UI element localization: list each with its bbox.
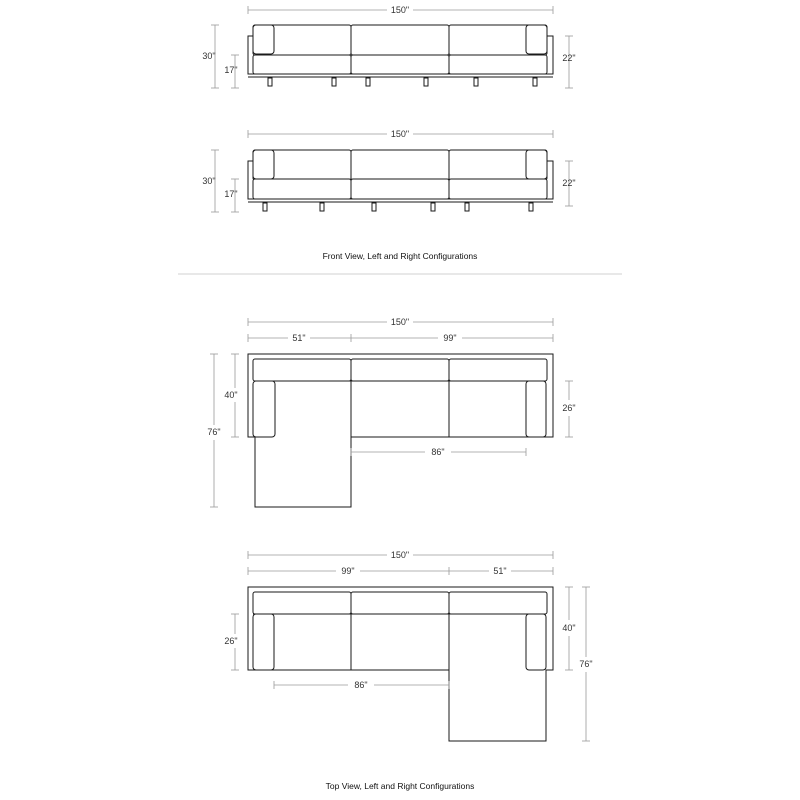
- dim-chaise-width: 51": [292, 333, 305, 343]
- dim-overall-width: 150": [391, 317, 409, 327]
- top-view-right: 150" 99" 51" 26" 40": [224, 550, 593, 742]
- dim-sofa-width: 99": [443, 333, 456, 343]
- dim-arm-height: 22": [562, 178, 575, 188]
- top-view-left: 150" 51" 99" 40" 76": [207, 317, 576, 508]
- arm: [525, 380, 547, 438]
- dim-sofa-depth: 40": [224, 390, 237, 400]
- top-view-caption: Top View, Left and Right Configurations: [326, 781, 475, 791]
- leg: [262, 202, 268, 212]
- leg: [371, 202, 377, 212]
- back-cushion: [252, 358, 352, 382]
- dim-arm-height: 22": [562, 53, 575, 63]
- front-view-right: 150" 30" 17" 22": [202, 129, 576, 213]
- seat-cushion: [350, 178, 450, 200]
- leg: [319, 202, 325, 212]
- seat-cushion: [448, 54, 548, 75]
- dim-back-height: 30": [202, 51, 215, 61]
- seat-cushion: [252, 178, 352, 200]
- dim-seat-depth: 26": [224, 636, 237, 646]
- back-cushion: [350, 24, 450, 56]
- dim-seat-width: 86": [431, 447, 444, 457]
- sectional-outline: [247, 586, 554, 742]
- seat-cushion: [252, 54, 352, 75]
- leg: [331, 77, 337, 87]
- leg: [473, 77, 479, 87]
- back-cushion: [448, 591, 548, 615]
- back-cushion: [252, 591, 352, 615]
- seat-cushion: [350, 54, 450, 75]
- back-cushion: [448, 358, 548, 382]
- arm-cushion: [252, 24, 275, 55]
- leg: [532, 77, 538, 87]
- front-view-caption: Front View, Left and Right Configuration…: [323, 251, 478, 261]
- back-cushion: [350, 591, 450, 615]
- sectional-outline: [247, 353, 554, 508]
- front-view-left: 150" 30" 17" 22": [202, 5, 576, 89]
- back-cushion: [350, 149, 450, 181]
- leg: [365, 77, 371, 87]
- arm-cushion: [525, 149, 548, 180]
- dim-sofa-width: 99": [341, 566, 354, 576]
- dim-chaise-depth: 76": [579, 659, 592, 669]
- dim-label: 150": [391, 129, 409, 139]
- dim-seat-height: 17": [224, 189, 237, 199]
- arm-cushion: [252, 149, 275, 180]
- dim-seat-width: 86": [354, 680, 367, 690]
- arm: [252, 380, 276, 438]
- back-cushion: [350, 358, 450, 382]
- dim-chaise-width: 51": [493, 566, 506, 576]
- arm-cushion: [525, 24, 548, 55]
- dim-overall-width: 150": [247, 5, 554, 15]
- dim-back-height: 30": [202, 176, 215, 186]
- dim-overall-width: 150": [391, 550, 409, 560]
- leg: [528, 202, 534, 212]
- leg: [464, 202, 470, 212]
- arm: [525, 613, 547, 671]
- dim-label: 150": [391, 5, 409, 15]
- dim-seat-depth: 26": [562, 403, 575, 413]
- dim-seat-height: 17": [224, 65, 237, 75]
- dim-overall-width: 150": [247, 129, 554, 139]
- seat-cushion: [448, 178, 548, 200]
- dim-sofa-depth: 40": [562, 623, 575, 633]
- arm: [252, 613, 275, 671]
- leg: [430, 202, 436, 212]
- leg: [423, 77, 429, 87]
- dim-chaise-depth: 76": [207, 427, 220, 437]
- leg: [267, 77, 273, 87]
